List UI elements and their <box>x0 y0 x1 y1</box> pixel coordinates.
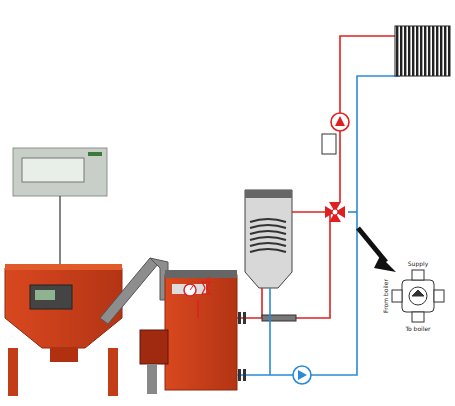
hopper-control-panel <box>30 285 72 309</box>
feed-auger <box>100 258 158 324</box>
supply-pipe <box>237 36 395 318</box>
port-label: Supply <box>408 261 428 267</box>
pellet-hopper <box>5 268 122 348</box>
pellet-boiler <box>165 275 237 390</box>
pump-motor <box>322 134 336 154</box>
valve-detail <box>392 270 444 322</box>
room-controller <box>13 148 107 196</box>
radiator <box>395 26 450 76</box>
heating-pump <box>331 113 349 131</box>
detail-arrow <box>358 228 386 262</box>
port-label: From boiler <box>383 279 389 313</box>
storage-tank <box>245 190 292 288</box>
safety-group <box>184 276 210 318</box>
return-pipe <box>237 76 400 375</box>
mixing-valve <box>325 202 345 222</box>
boiler-pump <box>293 366 311 384</box>
burner <box>140 330 168 364</box>
port-label: To boiler <box>405 326 430 332</box>
